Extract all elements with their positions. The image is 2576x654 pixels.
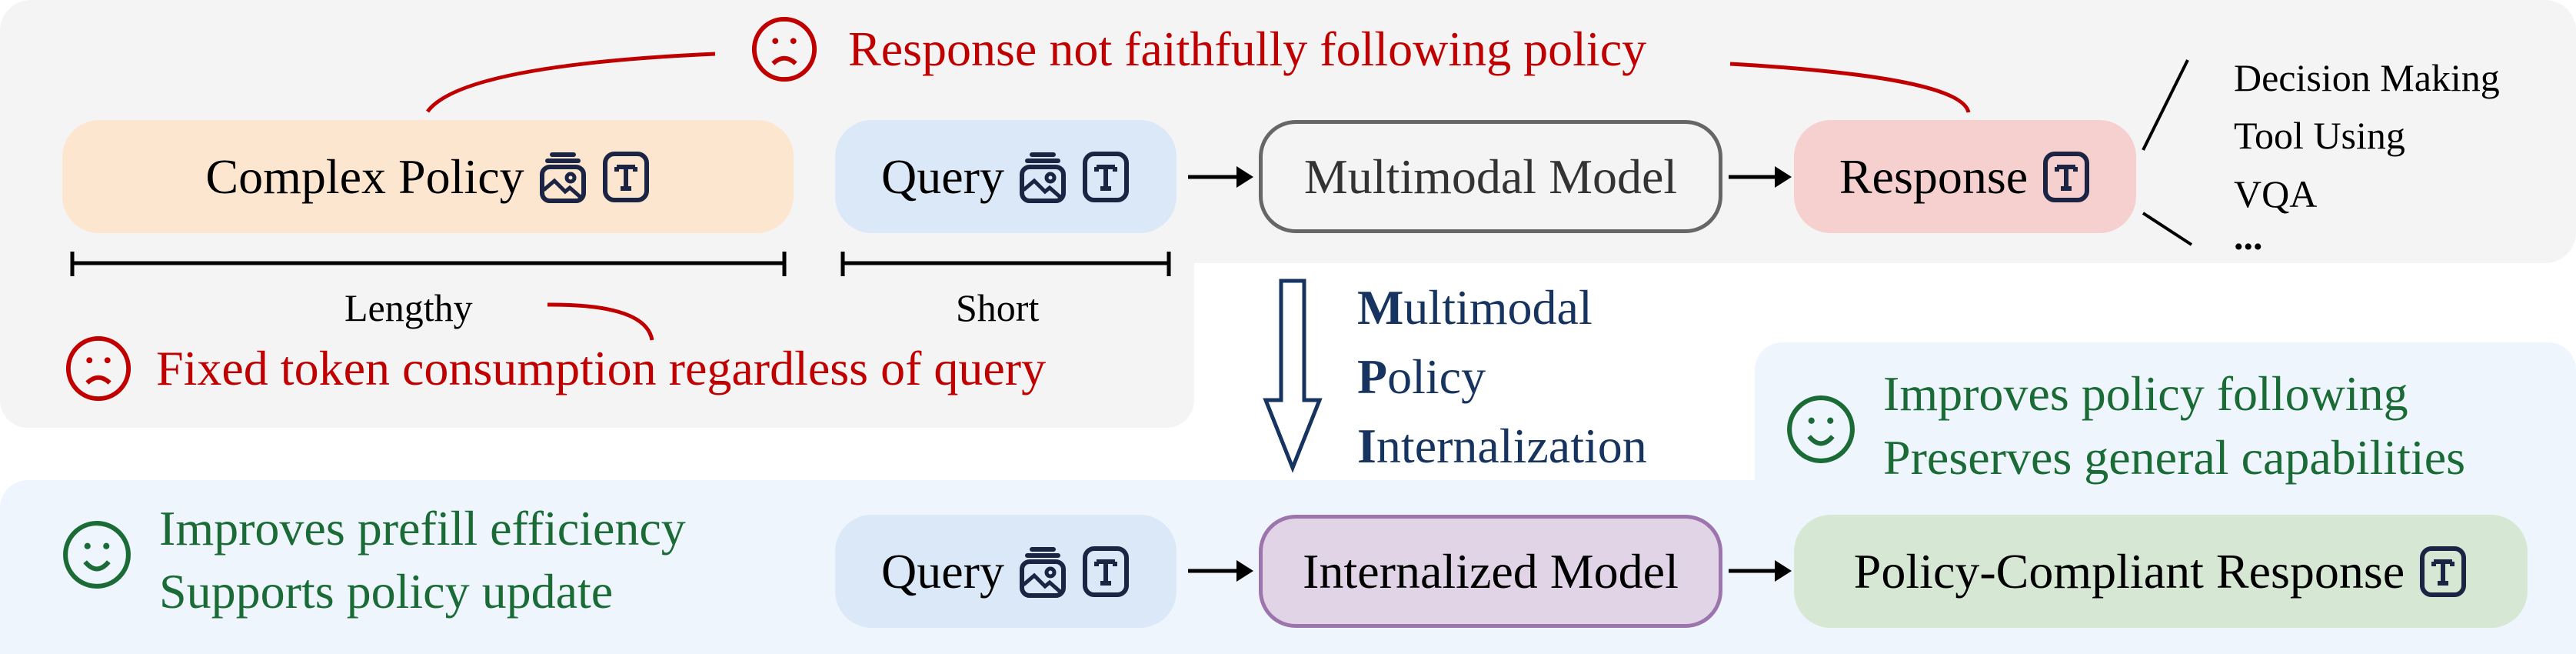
multimodal-model-box: Multimodal Model [1259, 120, 1722, 233]
text-icon [1081, 150, 1130, 204]
benefit-general-capabilities: Preserves general capabilities [1883, 430, 2465, 485]
mpi-initial-p: P [1357, 349, 1388, 404]
arrow-internalized-compliant [1729, 560, 1792, 582]
benefit-policy-following: Improves policy following [1883, 366, 2408, 421]
text-icon [2042, 150, 2091, 204]
query-label: Query [881, 148, 1004, 204]
mpi-line-1: Multimodal [1357, 283, 1593, 332]
issue-response-text: Response not faithfully following policy [848, 22, 1647, 76]
issue-tokens-text: Fixed token consumption regardless of qu… [156, 341, 1047, 395]
mpi-initial-m: M [1357, 280, 1404, 335]
mpi-line-2: Policy [1357, 352, 1486, 402]
task-vqa: VQA [2234, 172, 2318, 215]
response-box: Response [1794, 120, 2136, 233]
text-icon [601, 150, 651, 204]
happy-face-icon [1786, 394, 1856, 465]
happy-face-icon [62, 519, 132, 590]
benefit-prefill-efficiency: Improves prefill efficiency [159, 501, 686, 556]
compliant-response-label: Policy-Compliant Response [1853, 543, 2405, 599]
short-bracket [840, 252, 1171, 276]
task-more: ... [2234, 215, 2263, 258]
mpi-rest: ultimodal [1403, 280, 1593, 335]
mpi-rest: olicy [1387, 349, 1486, 404]
arrow-query-internalized [1188, 560, 1253, 582]
short-label: Short [956, 286, 1040, 329]
mpi-rest: nternalization [1376, 419, 1647, 473]
query-box: Query [835, 120, 1177, 233]
issue-curve-lengthy [547, 302, 654, 341]
task-line-down [2142, 212, 2193, 246]
response-label: Response [1839, 148, 2029, 204]
mpi-initial-i: I [1357, 419, 1376, 473]
image-icon [1018, 545, 1067, 599]
internalization-arrow [1263, 279, 1323, 473]
benefit-policy-update: Supports policy update [159, 564, 614, 619]
sad-face-icon [751, 15, 818, 83]
multimodal-model-label: Multimodal Model [1303, 148, 1678, 204]
compliant-response-box: Policy-Compliant Response [1794, 515, 2528, 628]
image-icon [1018, 150, 1067, 204]
issue-curve-left [425, 52, 716, 113]
text-icon [1081, 545, 1130, 599]
bottom-panel-extension [1755, 342, 2576, 496]
internalized-model-label: Internalized Model [1303, 543, 1679, 599]
text-icon [2418, 545, 2468, 599]
complex-policy-box: Complex Policy [62, 120, 794, 233]
query-label: Query [881, 543, 1004, 599]
sad-face-icon [65, 335, 132, 402]
image-icon [538, 150, 587, 204]
arrow-model-response [1729, 166, 1792, 188]
query-box-bottom: Query [835, 515, 1177, 628]
mpi-line-3: Internalization [1357, 422, 1647, 471]
arrow-query-model [1188, 166, 1253, 188]
internalized-model-box: Internalized Model [1259, 515, 1722, 628]
task-line-up [2142, 59, 2189, 151]
task-tool-using: Tool Using [2234, 114, 2405, 157]
lengthy-bracket [70, 252, 787, 276]
task-decision-making: Decision Making [2234, 56, 2500, 99]
issue-curve-right [1729, 62, 1971, 113]
lengthy-label: Lengthy [344, 286, 473, 329]
complex-policy-label: Complex Policy [205, 148, 524, 204]
